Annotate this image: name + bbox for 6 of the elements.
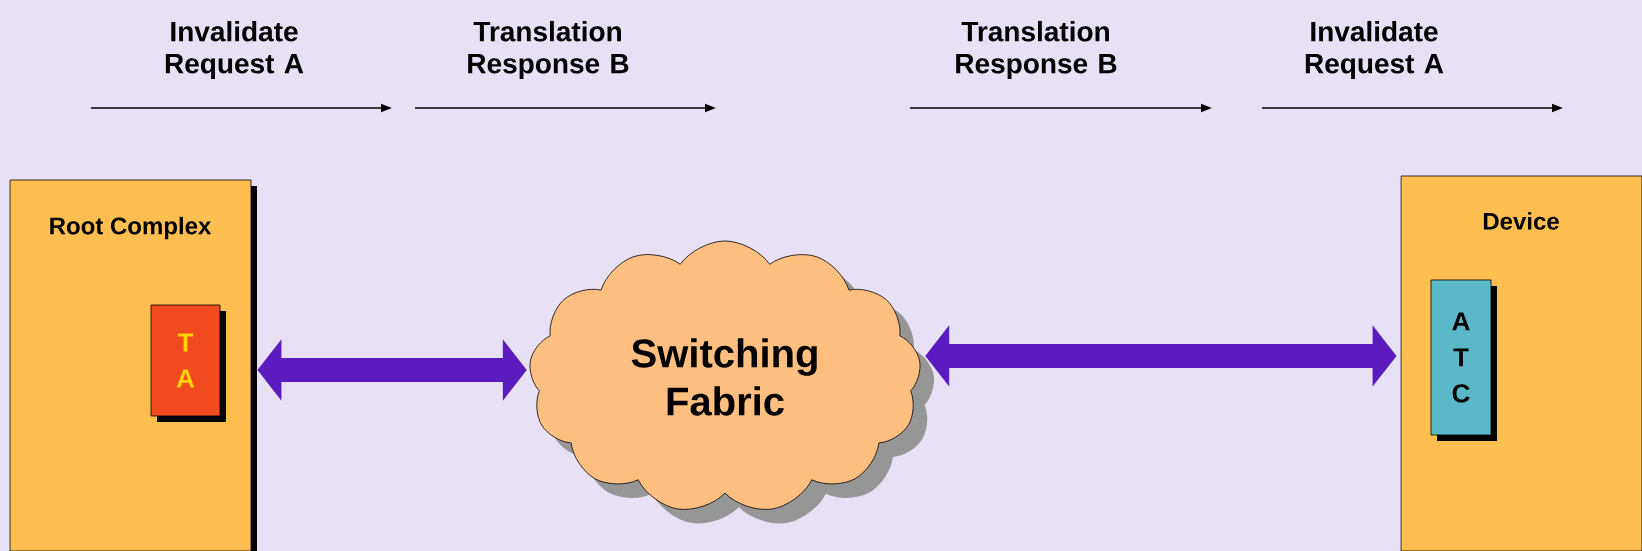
flow-label: Invalidate Request A — [165, 20, 304, 80]
component-box: A T C — [1430, 279, 1497, 441]
flow-label: Invalidate Request A — [1305, 20, 1444, 80]
box-heading: Device — [1483, 212, 1559, 230]
flow-label: Translation Response B — [468, 20, 629, 80]
flow-label: Translation Response B — [956, 20, 1117, 80]
